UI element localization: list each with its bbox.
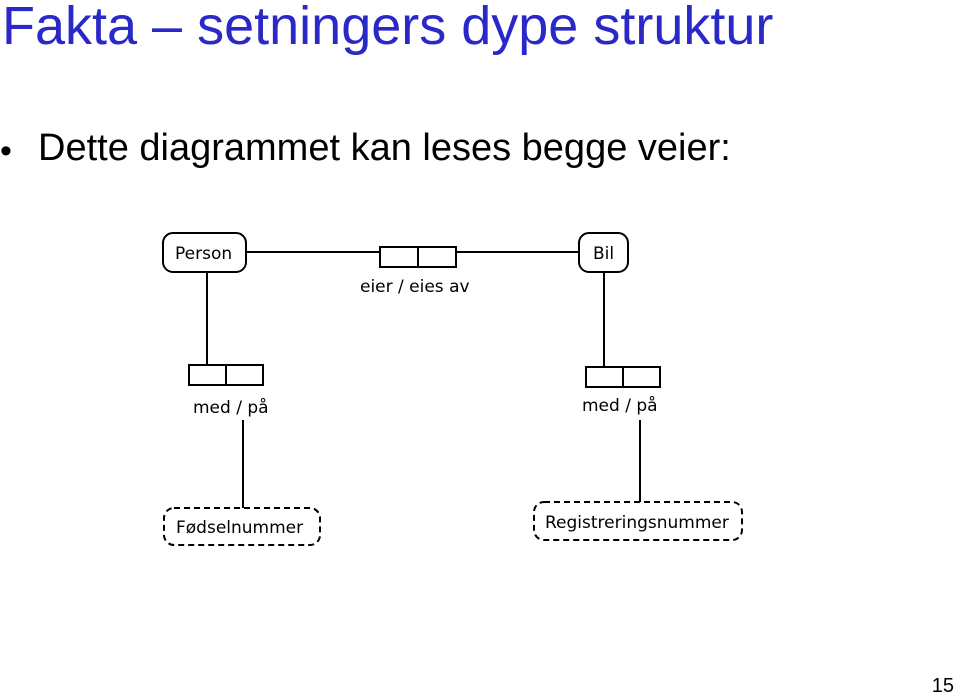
role-label-owner: eier / eies av: [360, 277, 470, 297]
role-box-owner: [379, 246, 457, 268]
entity-bil-label: Bil: [593, 244, 614, 264]
page-number: 15: [931, 675, 954, 697]
connector-lines: [206, 251, 641, 508]
entity-person-label: Person: [175, 244, 232, 264]
entity-bil: Bil: [578, 232, 629, 273]
value-fodselsnummer-label: Fødselnummer: [176, 518, 303, 538]
value-registreringsnummer: Registreringsnummer: [533, 501, 743, 541]
role-label-person-id: med / på: [193, 397, 269, 418]
slide-title: Fakta – setningers dype struktur: [2, 0, 774, 56]
role-label-bil-id: med / på: [582, 395, 658, 416]
value-registreringsnummer-label: Registreringsnummer: [545, 513, 729, 533]
bullet-text: Dette diagrammet kan leses begge veier:: [38, 127, 731, 169]
value-fodselsnummer: Fødselnummer: [163, 507, 321, 546]
entity-person: Person: [162, 232, 247, 273]
role-box-person-id: [188, 364, 264, 386]
role-box-bil-id: [585, 366, 661, 388]
bullet-dot-icon: •: [0, 132, 12, 170]
